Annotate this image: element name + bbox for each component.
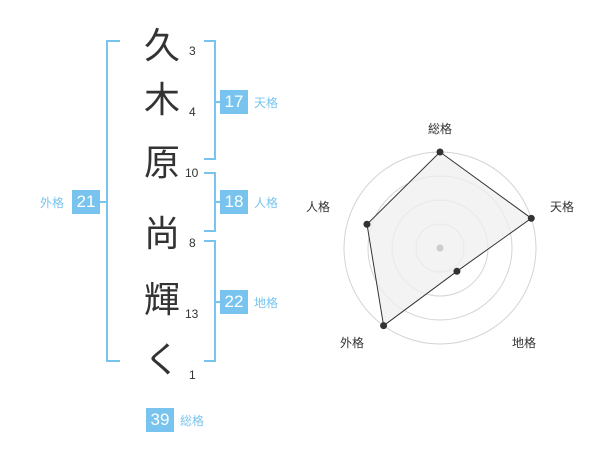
chikaku-label: 地格 bbox=[254, 296, 279, 310]
radar-point-1 bbox=[436, 148, 444, 156]
radar-point-2 bbox=[527, 214, 535, 222]
name-char-4: 尚 bbox=[143, 214, 180, 255]
radar-center-dot bbox=[436, 244, 444, 252]
gaikaku-value: 21 bbox=[72, 190, 100, 214]
radar-axis-label-2: 天格 bbox=[550, 200, 575, 214]
stroke-count-3: 10 bbox=[185, 166, 199, 180]
tenkaku-connector bbox=[214, 101, 220, 103]
radar-point-4 bbox=[380, 322, 388, 330]
soukaku-label: 総格 bbox=[180, 414, 205, 428]
stroke-count-1: 3 bbox=[189, 44, 196, 58]
stroke-count-6: 1 bbox=[189, 368, 196, 382]
radar-axis-label-1: 総格 bbox=[428, 122, 453, 136]
tenkaku-value: 17 bbox=[220, 90, 248, 114]
radar-axis-label-3: 地格 bbox=[512, 336, 537, 350]
radar-point-3 bbox=[453, 267, 461, 275]
name-char-2: 木 bbox=[143, 80, 180, 121]
soukaku-value: 39 bbox=[146, 408, 174, 432]
jinkaku-connector bbox=[214, 201, 220, 203]
gaikaku-connector bbox=[100, 201, 106, 203]
gaikaku-label: 外格 bbox=[40, 196, 65, 210]
stroke-count-2: 4 bbox=[189, 105, 196, 119]
tenkaku-bracket bbox=[204, 40, 216, 160]
radar-series-polygon bbox=[366, 151, 533, 327]
name-char-5: 輝 bbox=[143, 280, 180, 321]
radar-axis-label-5: 人格 bbox=[306, 200, 331, 214]
name-char-1: 久 bbox=[143, 26, 180, 67]
jinkaku-value: 18 bbox=[220, 190, 248, 214]
tenkaku-label: 天格 bbox=[254, 96, 279, 110]
stroke-count-4: 8 bbox=[189, 236, 196, 250]
radar-axis-label-4: 外格 bbox=[340, 336, 365, 350]
name-char-6: く bbox=[143, 340, 180, 381]
gaikaku-bracket bbox=[106, 40, 120, 362]
radar-point-5 bbox=[363, 220, 371, 228]
chikaku-connector bbox=[214, 301, 220, 303]
jinkaku-label: 人格 bbox=[254, 196, 279, 210]
name-char-3: 原 bbox=[143, 143, 180, 184]
chikaku-value: 22 bbox=[220, 290, 248, 314]
stroke-count-5: 13 bbox=[185, 307, 199, 321]
